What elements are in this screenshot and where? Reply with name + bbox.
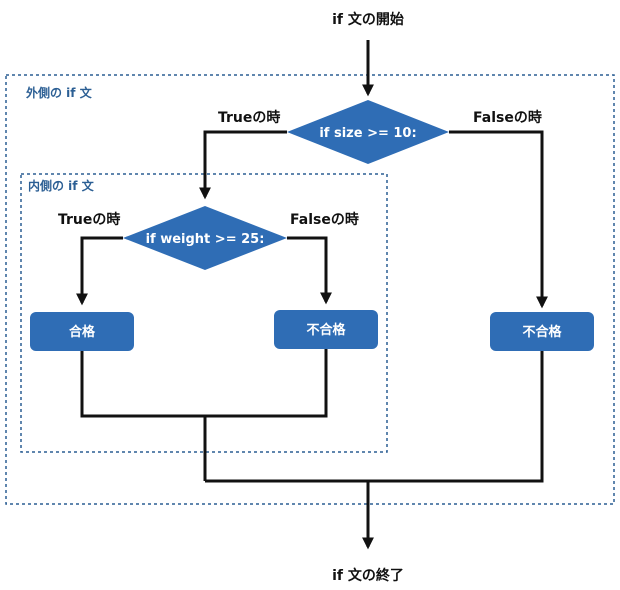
result-fail-outer-box <box>490 312 594 351</box>
outer-false-connector <box>449 130 548 309</box>
inner-condition-text: if weight >= 25: <box>146 232 265 247</box>
outer-condition-diamond <box>287 100 449 164</box>
inner-frame-label: 内側の if 文 <box>28 178 95 193</box>
result-pass-box <box>30 312 134 351</box>
outer-false-label: Falseの時 <box>473 109 542 126</box>
outer-frame-label: 外側の if 文 <box>26 85 93 100</box>
inner-false-connector <box>287 236 332 305</box>
result-pass-text: 合格 <box>69 324 96 340</box>
inner-merge-connector <box>80 349 328 418</box>
result-fail-inner-box <box>274 310 378 349</box>
result-fail-outer-text: 不合格 <box>522 324 562 340</box>
outer-condition-text: if size >= 10: <box>319 126 416 141</box>
outer-if-frame <box>5 74 615 505</box>
inner-condition-diamond <box>123 206 287 270</box>
outer-merge-connector <box>205 351 544 483</box>
outer-true-label: Trueの時 <box>218 109 280 126</box>
inner-true-connector <box>76 236 123 306</box>
result-fail-inner-text: 不合格 <box>306 322 346 338</box>
outer-true-connector <box>199 130 287 200</box>
start-label: if 文の開始 <box>332 11 404 28</box>
inner-true-label: Trueの時 <box>58 211 120 228</box>
inner-false-label: Falseの時 <box>290 211 359 228</box>
end-label: if 文の終了 <box>332 567 404 584</box>
